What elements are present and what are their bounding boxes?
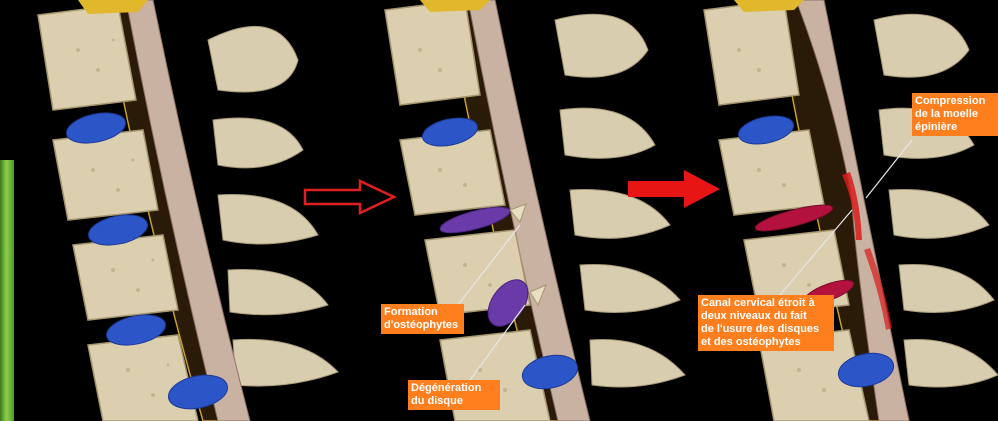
panel-disc-degeneration: [380, 0, 688, 421]
spinous-process: [590, 339, 685, 387]
vertebral-body: [719, 130, 824, 215]
spinous-process: [555, 14, 648, 77]
spinous-process: [904, 339, 998, 387]
vertebral-body: [73, 235, 178, 320]
spinous-process: [560, 108, 655, 158]
spinous-process: [213, 118, 303, 168]
vertebral-body: [385, 0, 480, 105]
label-osteophyte-formation: Formation d'ostéophytes: [381, 304, 464, 334]
background-leaf: [0, 160, 14, 421]
spinous-process: [218, 195, 318, 245]
spinous-process: [233, 339, 338, 386]
spinous-process: [899, 264, 994, 312]
spinous-process: [580, 264, 680, 312]
label-disc-degeneration: Dégénération du disque: [408, 380, 500, 410]
label-cord-compression: Compression de la moelle épinière: [912, 93, 998, 136]
vertebral-body: [53, 130, 158, 220]
panel-cord-compression: [694, 0, 998, 421]
vertebral-body: [704, 0, 799, 105]
spinous-process: [228, 269, 328, 314]
label-narrow-canal: Canal cervical étroit à deux niveaux du …: [698, 295, 834, 351]
spinous-process: [874, 14, 969, 77]
spinous-process: [570, 189, 670, 238]
spinous-process: [208, 26, 298, 92]
spinous-process: [889, 189, 989, 238]
panel-healthy-spine: [18, 0, 380, 421]
vertebral-body: [38, 5, 136, 110]
